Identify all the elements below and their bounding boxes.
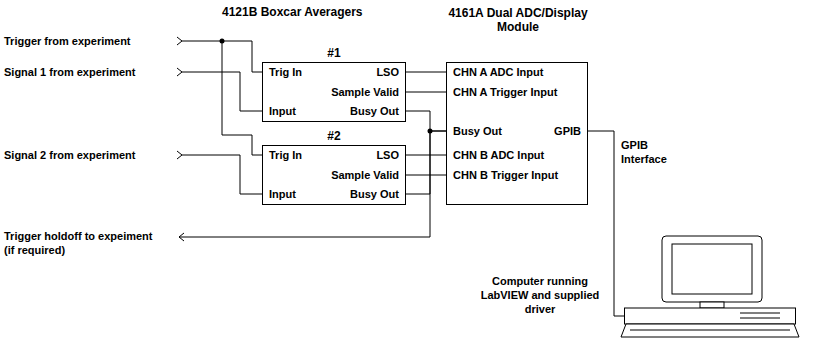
input-chevron	[177, 37, 182, 45]
signal-label: Trigger from experiment	[4, 34, 131, 48]
module-box: #1Trig InLSOSample ValidInputBusy Out	[262, 62, 406, 122]
input-chevron	[177, 151, 182, 159]
computer-node: Computer running LabVIEW and supplied dr…	[624, 232, 800, 340]
port-label: CHN A Trigger Input	[453, 85, 557, 99]
port-label: Sample Valid	[331, 85, 399, 99]
module-box: 4161A Dual ADC/Display ModuleCHN A ADC I…	[446, 62, 588, 205]
trigger-wire	[222, 41, 262, 155]
port-label: CHN A ADC Input	[453, 65, 543, 79]
signal-label: Trigger holdoff to expeiment (if require…	[4, 229, 154, 257]
port-label: CHN B ADC Input	[453, 148, 544, 162]
interface-label: GPIB Interface	[620, 138, 682, 166]
holdoff-wire	[179, 131, 430, 237]
input-chevron	[177, 68, 182, 76]
node-caption: 4161A Dual ADC/Display Module	[433, 6, 603, 34]
computer-illustration	[621, 236, 799, 337]
signal-connector	[406, 111, 446, 131]
node-caption: Computer running LabVIEW and supplied dr…	[474, 274, 606, 316]
port-label: LSO	[376, 65, 399, 79]
port-label: LSO	[376, 148, 399, 162]
port-label: Input	[269, 104, 296, 118]
port-label: GPIB	[554, 124, 581, 138]
port-label: Trig In	[269, 148, 302, 162]
signal-connector	[406, 131, 446, 194]
signal-wire	[182, 72, 262, 111]
signal-label: Signal 2 from experiment	[4, 148, 135, 162]
signal-wire	[182, 155, 262, 194]
signal-connector	[588, 131, 624, 316]
signal-connector	[406, 72, 446, 73]
signal-connector	[406, 155, 446, 156]
port-label: Sample Valid	[331, 168, 399, 182]
port-label: Busy Out	[350, 187, 399, 201]
port-label: Busy Out	[350, 104, 399, 118]
unit-number: #2	[327, 129, 340, 143]
module-box: #2Trig InLSOSample ValidInputBusy Out	[262, 145, 406, 205]
group-title: 4121B Boxcar Averagers	[222, 5, 363, 19]
signal-connector	[406, 175, 446, 176]
port-label: Trig In	[269, 65, 302, 79]
port-label: CHN B Trigger Input	[453, 168, 558, 182]
signal-connector	[406, 92, 446, 93]
port-label: Input	[269, 187, 296, 201]
port-label: Busy Out	[453, 124, 502, 138]
unit-number: #1	[327, 46, 340, 60]
junction-dot	[220, 39, 225, 44]
signal-label: Signal 1 from experiment	[4, 65, 135, 79]
